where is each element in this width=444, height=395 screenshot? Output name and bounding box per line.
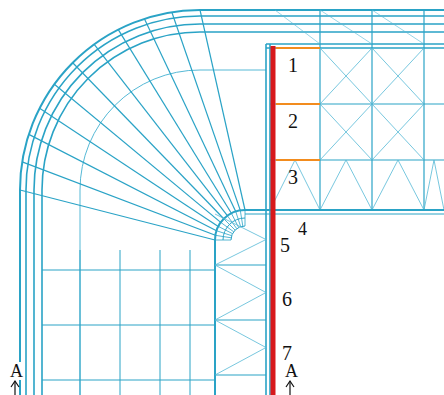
mesh-line	[320, 160, 346, 210]
section-bar	[271, 46, 276, 395]
radial-line	[172, 12, 240, 210]
radial-line	[144, 19, 235, 212]
radial-line	[216, 231, 231, 236]
mesh-line	[372, 160, 398, 210]
mesh-line	[372, 48, 424, 104]
mesh-line	[275, 10, 320, 44]
mesh-line	[215, 320, 266, 348]
mesh-line	[270, 103, 444, 104]
mesh-line	[215, 319, 266, 320]
mesh-line	[215, 293, 266, 321]
mesh-line	[215, 240, 266, 266]
mesh-line	[424, 160, 434, 210]
mesh-line	[80, 250, 81, 395]
radial-line	[240, 210, 243, 226]
radial-line	[245, 210, 246, 226]
radial-line	[73, 63, 224, 219]
mesh-line	[215, 214, 266, 240]
mesh-line	[42, 270, 215, 271]
mesh-arc	[215, 210, 266, 395]
mesh-line	[215, 374, 266, 375]
mesh-line	[320, 48, 372, 104]
section-arrow	[289, 381, 290, 395]
mesh-line	[120, 250, 121, 395]
section-arrow	[11, 381, 19, 387]
mesh-arc	[20, 10, 444, 395]
mesh-line	[434, 160, 444, 210]
mesh-line	[320, 48, 372, 104]
mesh-line	[215, 348, 266, 376]
mesh-line	[265, 44, 267, 395]
section-line	[276, 47, 320, 49]
mesh-line	[320, 10, 372, 44]
mesh-line	[372, 48, 424, 104]
radial-line	[218, 226, 232, 233]
mesh-line	[320, 104, 372, 160]
callout-number: 2	[287, 111, 299, 131]
mesh-line	[346, 160, 372, 210]
mesh-line	[266, 43, 444, 45]
callout-number: 4	[297, 220, 308, 238]
radial-line	[215, 235, 231, 238]
mesh-line	[372, 10, 424, 44]
mesh-line	[320, 104, 372, 160]
mesh-line	[372, 104, 424, 160]
mesh-line	[266, 47, 444, 49]
section-line	[276, 159, 320, 161]
mesh-arc	[42, 32, 444, 395]
callout-number: 7	[281, 343, 293, 363]
radial-line	[54, 84, 220, 222]
radial-line	[40, 108, 219, 226]
section-label: A	[284, 362, 299, 380]
section-arrow	[14, 381, 15, 395]
callout-number: 5	[279, 235, 291, 255]
mesh-line	[371, 10, 372, 210]
mesh-line	[270, 159, 444, 160]
mesh-arc	[26, 16, 444, 395]
mesh-line	[42, 325, 215, 326]
radial-line	[22, 162, 215, 235]
mesh-line	[295, 160, 320, 210]
mesh-line	[160, 250, 161, 395]
mesh-line	[423, 10, 424, 210]
section-label: A	[9, 362, 24, 380]
mesh-line	[190, 250, 191, 395]
mesh-line	[214, 240, 216, 395]
mesh-line	[372, 104, 424, 160]
radial-line	[200, 10, 245, 210]
callout-number: 1	[287, 55, 299, 75]
mesh-line	[42, 380, 215, 381]
mesh-line	[215, 265, 266, 293]
mesh-line	[319, 10, 320, 210]
radial-line	[94, 44, 227, 215]
section-line	[276, 103, 320, 105]
callout-number: 6	[281, 289, 293, 309]
section-arrow	[286, 381, 294, 387]
radial-line	[215, 240, 231, 241]
mesh-line	[398, 160, 424, 210]
callout-number: 3	[287, 167, 299, 187]
radial-line	[118, 30, 231, 214]
mesh-line	[215, 264, 266, 265]
